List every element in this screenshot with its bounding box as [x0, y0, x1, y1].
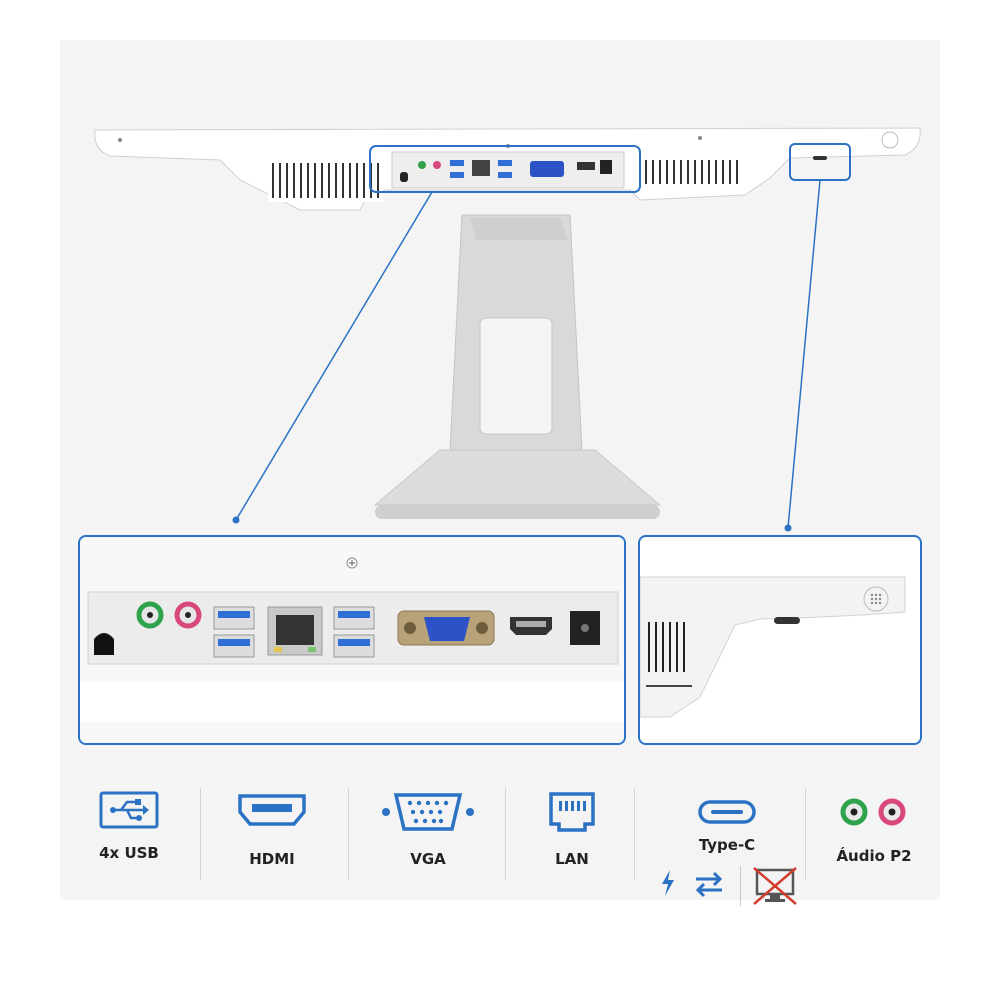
legend-divider	[634, 788, 635, 880]
ports-closeup	[80, 537, 624, 743]
ports-highlight-box	[369, 145, 641, 193]
hdmi-icon	[238, 794, 306, 826]
typec-closeup	[640, 537, 920, 743]
typec-icon	[698, 800, 756, 824]
legend-audio: Áudio P2	[804, 795, 944, 865]
vga-icon	[382, 793, 474, 831]
legend-lan-label: LAN	[555, 850, 589, 868]
no-display-icon	[753, 867, 797, 905]
monitor-body	[94, 127, 921, 211]
legend-divider	[805, 788, 806, 880]
legend-typec-label: Type-C	[698, 836, 756, 854]
legend-vga-label: VGA	[410, 850, 446, 868]
legend-usb-label: 4x USB	[99, 844, 159, 862]
hdmi-port	[510, 617, 552, 635]
legend-typec: Type-C	[657, 798, 797, 854]
legend-usb: 4x USB	[59, 790, 199, 862]
dc-power-port	[570, 611, 600, 645]
legend-lan: LAN	[502, 790, 642, 868]
typec-port	[774, 617, 800, 624]
usb-ports-right	[333, 606, 375, 658]
legend-audio-label: Áudio P2	[836, 847, 912, 865]
monitor-stand	[373, 214, 662, 519]
vga-port	[397, 610, 495, 646]
connector-line-ports	[235, 191, 433, 521]
legend-divider	[200, 788, 201, 880]
lightning-icon	[662, 870, 674, 896]
legend-divider	[505, 788, 506, 880]
usb-icon	[99, 791, 159, 829]
audio-jack-icon	[840, 798, 906, 826]
legend-hdmi: HDMI	[202, 790, 342, 868]
monitor-illustration	[94, 127, 921, 532]
typec-zoom-panel	[638, 535, 922, 745]
connector-line-typec	[787, 179, 821, 529]
legend-divider	[348, 788, 349, 880]
legend-vga: VGA	[358, 790, 498, 868]
data-transfer-icon	[695, 871, 723, 898]
lan-icon	[549, 792, 595, 832]
typec-feature-divider	[740, 866, 741, 906]
ports-zoom-panel	[78, 535, 626, 745]
usb-ports-left	[213, 606, 255, 658]
legend-hdmi-label: HDMI	[249, 850, 295, 868]
lock-slot-icon	[94, 633, 114, 655]
lan-port	[267, 606, 323, 656]
